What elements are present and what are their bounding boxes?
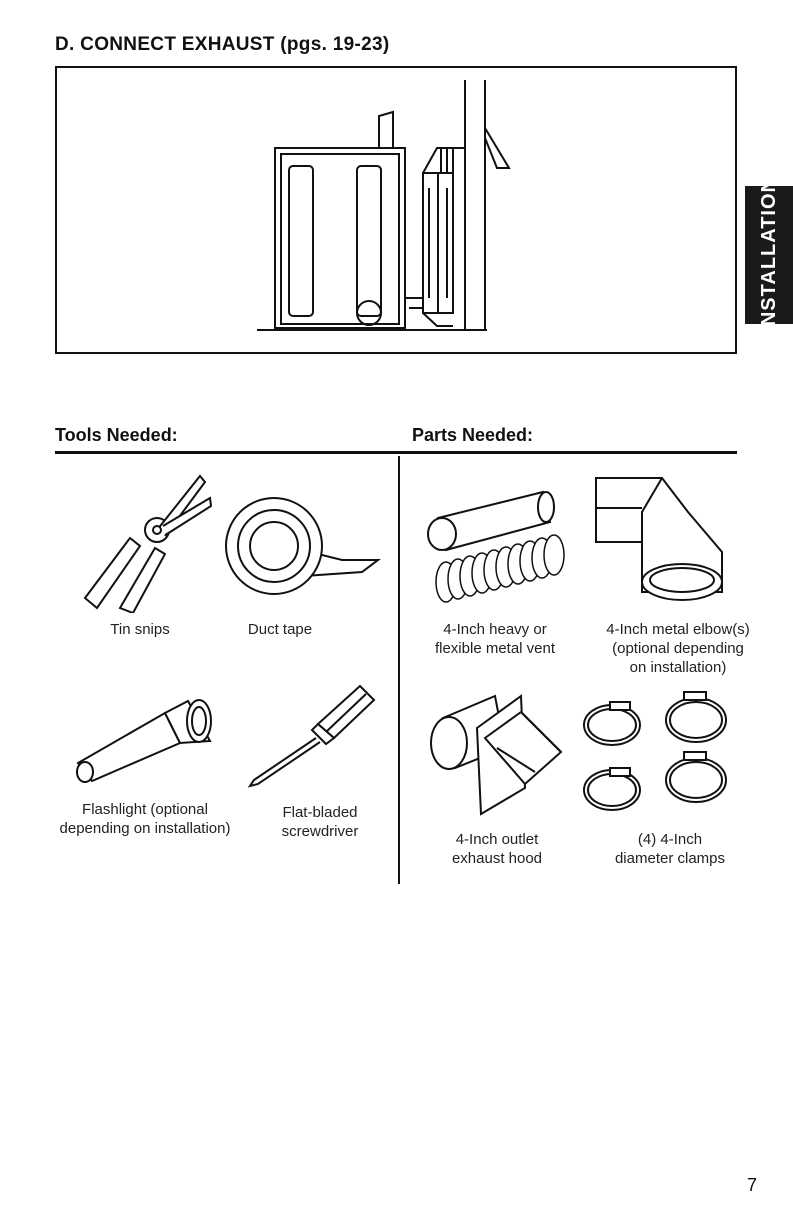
flashlight-icon bbox=[76, 699, 212, 783]
tool-caption-flashlight: Flashlight (optional depending on instal… bbox=[59, 801, 231, 837]
part-caption-elbow: 4-Inch metal elbow(s) (optional dependin… bbox=[606, 621, 750, 676]
tools-heading: Tools Needed: bbox=[55, 425, 178, 445]
exhaust-hood-icon bbox=[430, 694, 563, 816]
section-side-tab: INSTALLATION bbox=[745, 177, 793, 333]
page-number: 7 bbox=[746, 1175, 757, 1195]
part-caption-vent: 4-Inch heavy or flexible metal vent bbox=[434, 621, 556, 657]
heading-rule bbox=[55, 451, 737, 454]
part-caption-clamps: (4) 4-Inch diameter clamps bbox=[614, 831, 726, 867]
dryer-exhaust-illustration bbox=[55, 66, 737, 354]
metal-vent-icon bbox=[427, 490, 565, 603]
part-caption-hood: 4-Inch outlet exhaust hood bbox=[451, 831, 543, 867]
tool-caption-screwdriver: Flat-bladed screwdriver bbox=[281, 804, 359, 840]
dryer-vent-diagram-icon bbox=[257, 80, 511, 331]
elbow-icon bbox=[595, 477, 723, 601]
duct-tape-icon bbox=[225, 497, 381, 595]
screwdriver-icon bbox=[247, 684, 376, 788]
column-divider bbox=[398, 456, 400, 884]
clamp-icon bbox=[583, 691, 727, 811]
parts-heading: Parts Needed: bbox=[412, 425, 534, 445]
tool-caption-tin-snips: Tin snips bbox=[110, 621, 170, 638]
tool-caption-duct-tape: Duct tape bbox=[247, 621, 313, 638]
side-tab-label: INSTALLATION bbox=[757, 177, 780, 333]
section-title: D. CONNECT EXHAUST (pgs. 19-23) bbox=[55, 34, 390, 55]
tin-snips-icon bbox=[83, 474, 213, 613]
